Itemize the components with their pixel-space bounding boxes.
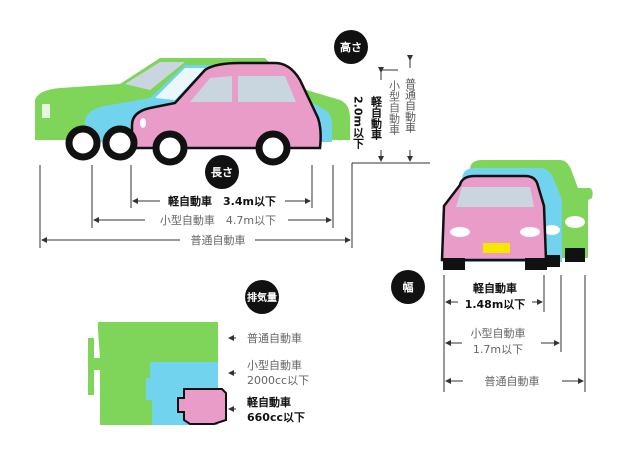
- svg-text:排気量: 排気量: [247, 291, 277, 304]
- length-standard: 普通自動車: [191, 233, 246, 247]
- kei-car-front: [440, 174, 548, 270]
- length-compact: 小型自動車 4.7m以下: [160, 213, 276, 227]
- svg-text:長さ: 長さ: [211, 166, 233, 179]
- height-compact-label: 小型自動車: [388, 80, 401, 136]
- side-view-cars: [35, 58, 350, 166]
- displacement-standard-label: 普通自動車: [247, 331, 302, 345]
- svg-text:高さ: 高さ: [340, 40, 362, 54]
- height-kei-value: 2.0m以下: [352, 96, 365, 150]
- height-dimensions: 軽自動車 2.0m以下 小型自動車 普通自動車: [351, 55, 430, 248]
- kei-car-side: [130, 61, 322, 150]
- width-standard-label: 普通自動車: [485, 374, 540, 388]
- width-badge: 幅: [391, 270, 425, 304]
- displacement-kei-label: 軽自動車: [247, 395, 291, 409]
- engine-blocks: [88, 322, 227, 425]
- height-kei-label: 軽自動車: [370, 95, 383, 141]
- height-standard-label: 普通自動車: [404, 77, 417, 134]
- license-plate: [483, 243, 510, 253]
- displacement-labels: 普通自動車 小型自動車 2000cc以下 軽自動車 660cc以下: [228, 331, 309, 424]
- kei-engine-icon: [177, 388, 227, 425]
- length-dimensions: 軽自動車 3.4m以下 小型自動車 4.7m以下 普通自動車: [39, 165, 351, 248]
- displacement-kei-value: 660cc以下: [247, 411, 305, 424]
- width-compact-value: 1.7m以下: [473, 343, 523, 356]
- front-view-cars: [440, 160, 593, 270]
- displacement-badge: 排気量: [245, 280, 279, 314]
- wheels: [65, 125, 291, 166]
- displacement-compact-label: 小型自動車: [247, 358, 302, 372]
- width-dimensions: 軽自動車 1.48m以下 小型自動車 1.7m以下 普通自動車: [443, 275, 586, 392]
- width-kei-value: 1.48m以下: [465, 298, 526, 311]
- svg-text:幅: 幅: [403, 280, 414, 294]
- length-kei: 軽自動車 3.4m以下: [168, 194, 276, 208]
- height-badge: 高さ: [334, 30, 368, 64]
- width-kei-label: 軽自動車: [473, 281, 517, 295]
- displacement-compact-value: 2000cc以下: [247, 374, 309, 387]
- length-badge: 長さ: [205, 155, 239, 189]
- width-compact-label: 小型自動車: [471, 326, 526, 340]
